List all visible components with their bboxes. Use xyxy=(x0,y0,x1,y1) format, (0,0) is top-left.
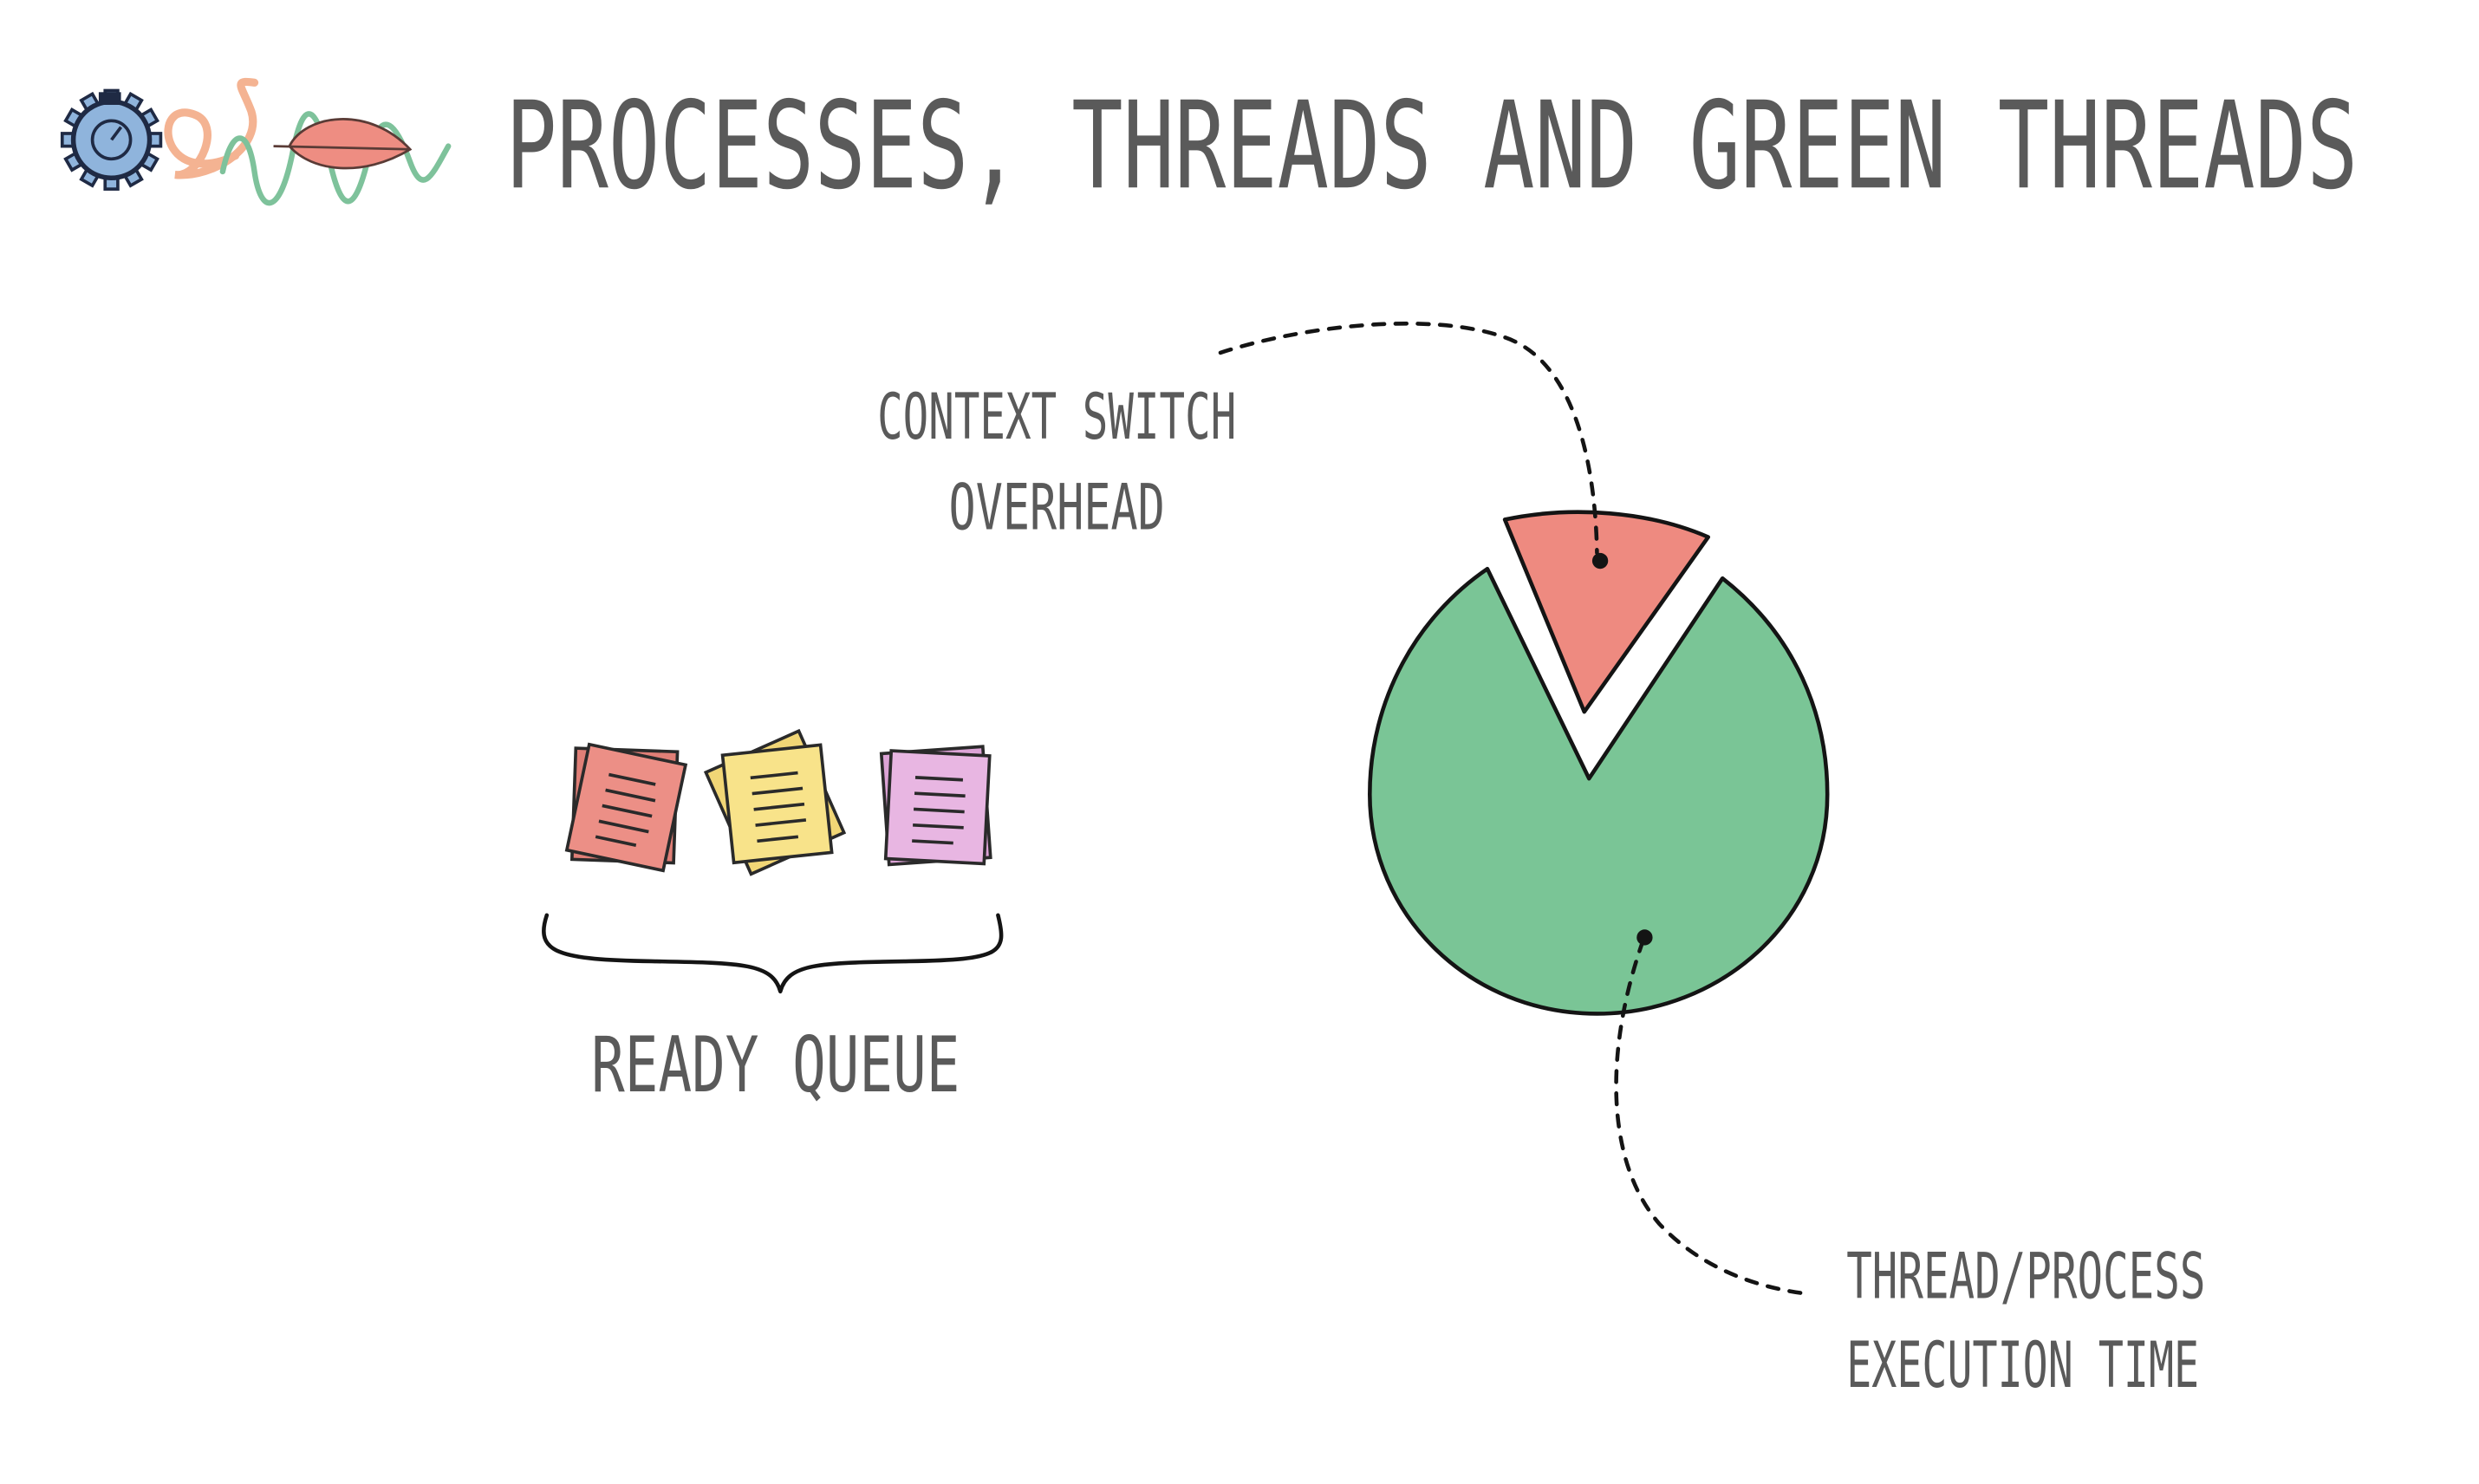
execution-leader-line xyxy=(1614,938,1806,1296)
context-switch-label-line1: CONTEXT SWITCH xyxy=(877,381,1236,454)
overhead-pointer-dot xyxy=(1591,552,1609,570)
ready-queue-label: READY QUEUE xyxy=(591,1020,960,1110)
overhead-leader-line xyxy=(1218,321,1599,556)
ready-queue-brace xyxy=(542,913,1004,994)
page-title: PROCESSES, THREADS AND GREEN THREADS xyxy=(505,75,2358,216)
execution-label-line2: EXECUTION TIME xyxy=(1846,1329,2199,1403)
squiggle-icon xyxy=(164,77,259,179)
execution-label-line1: THREAD/PROCESS xyxy=(1846,1240,2205,1314)
yellow-document-icon xyxy=(703,728,847,876)
context-switch-overhead-slice xyxy=(1502,510,1711,714)
time-pie xyxy=(1368,510,1830,1016)
execution-time-slice xyxy=(1368,566,1830,1016)
execution-pointer-dot xyxy=(1636,929,1653,946)
red-document-icon xyxy=(564,742,688,873)
context-switch-label-line2: OVERHEAD xyxy=(949,471,1165,544)
leaf-icon xyxy=(273,118,413,170)
logo xyxy=(60,77,452,206)
gear-icon xyxy=(60,88,163,191)
pink-document-icon xyxy=(879,745,992,867)
ready-queue xyxy=(542,728,1004,994)
